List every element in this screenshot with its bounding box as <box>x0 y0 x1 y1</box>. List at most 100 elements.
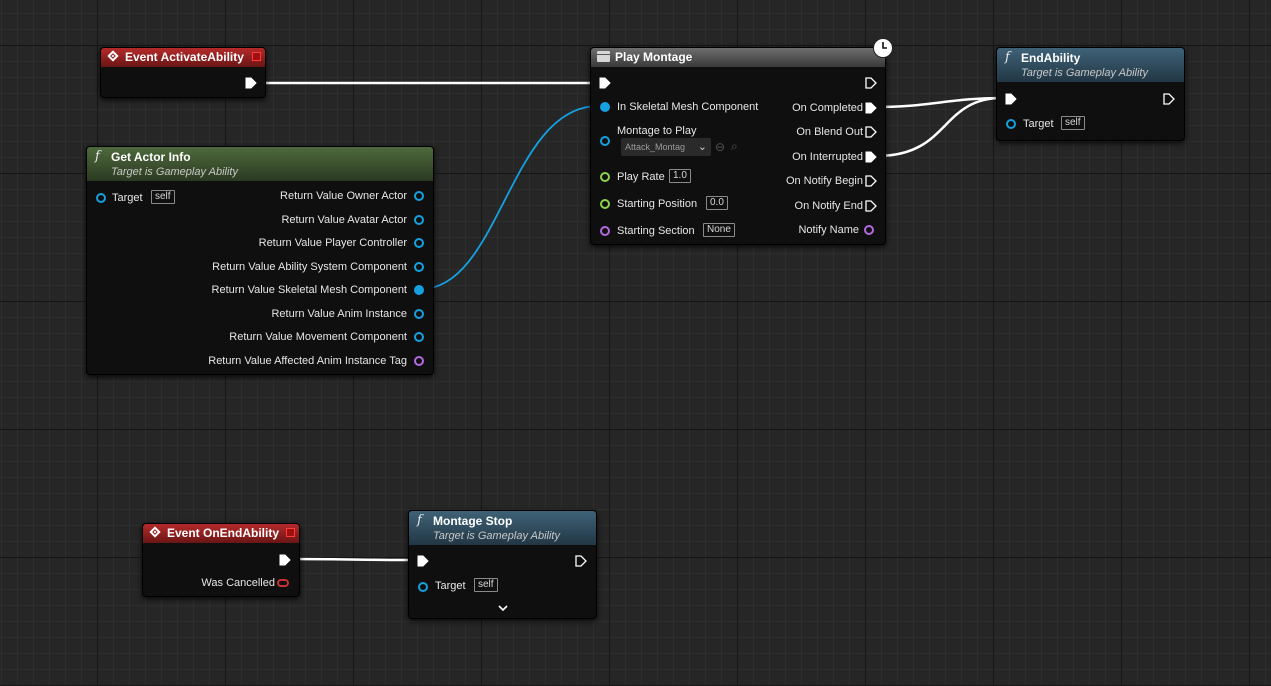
play-montage-node[interactable]: Play Montage In Skeletal Mesh Component … <box>590 38 893 245</box>
node-title: Event ActivateAbility <box>125 50 244 64</box>
output-label: Return Value Avatar Actor <box>281 214 407 226</box>
on-interrupted-pin[interactable] <box>865 151 877 163</box>
play-rate-input[interactable]: 1.0 <box>669 169 691 183</box>
function-icon: f <box>417 513 422 528</box>
was-cancelled-pin[interactable] <box>277 579 289 587</box>
node-header: Play Montage <box>591 48 885 67</box>
get-actor-info-node[interactable]: f Get Actor Info Target is Gameplay Abil… <box>86 146 434 375</box>
on-interrupted-label: On Interrupted <box>792 151 863 163</box>
output-pin-connected[interactable] <box>414 285 424 295</box>
on-completed-label: On Completed <box>792 102 863 114</box>
node-header: f EndAbility Target is Gameplay Ability <box>997 48 1184 82</box>
target-label: Target <box>112 192 143 204</box>
node-header: f Get Actor Info Target is Gameplay Abil… <box>87 147 433 181</box>
node-title: Get Actor Info <box>111 150 191 164</box>
output-pin[interactable] <box>414 215 424 225</box>
output-label: Return Value Owner Actor <box>280 190 407 202</box>
montage-pin[interactable] <box>600 136 610 146</box>
exec-in-pin[interactable] <box>599 77 611 89</box>
exec-wire-interrupted-to-end <box>876 96 1003 158</box>
target-pin[interactable] <box>1006 119 1016 129</box>
on-completed-pin[interactable] <box>865 102 877 114</box>
exec-out-pin[interactable] <box>865 77 877 89</box>
output-pin[interactable] <box>414 238 424 248</box>
on-notify-begin-label: On Notify Begin <box>785 175 863 187</box>
end-ability-node[interactable]: f EndAbility Target is Gameplay Ability … <box>996 47 1185 141</box>
output-pin[interactable] <box>414 332 424 342</box>
node-header: f Montage Stop Target is Gameplay Abilit… <box>409 511 596 545</box>
target-label: Target <box>435 580 466 592</box>
node-subtitle: Target is Gameplay Ability <box>1021 67 1148 79</box>
mesh-wire <box>420 105 599 290</box>
output-pin[interactable] <box>414 191 424 201</box>
start-section-pin[interactable] <box>600 226 610 236</box>
event-on-end-ability-node[interactable]: Event OnEndAbility Was Cancelled <box>142 523 300 597</box>
target-default-box[interactable]: self <box>474 578 498 592</box>
output-pin[interactable] <box>414 262 424 272</box>
on-blend-out-pin[interactable] <box>865 126 877 138</box>
latent-node-icon <box>597 51 610 62</box>
on-notify-begin-pin[interactable] <box>865 175 877 187</box>
exec-in-pin[interactable] <box>1005 93 1017 105</box>
output-label: Return Value Skeletal Mesh Component <box>211 284 407 296</box>
event-delegate-icon <box>252 52 261 61</box>
start-section-input[interactable]: None <box>703 223 735 237</box>
target-default-box[interactable]: self <box>1061 116 1085 130</box>
notify-name-label: Notify Name <box>798 224 859 236</box>
event-diamond-icon <box>149 526 161 538</box>
exec-wire-onend-to-stop <box>291 557 415 562</box>
start-pos-input[interactable]: 0.0 <box>706 196 728 210</box>
target-default-box[interactable]: self <box>151 190 175 204</box>
event-diamond-icon <box>107 50 119 62</box>
node-header: Event OnEndAbility <box>143 524 299 543</box>
output-label: Return Value Anim Instance <box>271 308 407 320</box>
exec-out-pin[interactable] <box>575 555 587 567</box>
in-mesh-pin[interactable] <box>600 102 610 112</box>
exec-out-pin[interactable] <box>1163 93 1175 105</box>
output-pin[interactable] <box>414 309 424 319</box>
node-subtitle: Target is Gameplay Ability <box>111 166 238 178</box>
expand-chevron-icon[interactable] <box>498 604 508 612</box>
output-label: Return Value Ability System Component <box>212 261 407 273</box>
browse-asset-icon[interactable]: ⌕ <box>731 139 738 153</box>
montage-asset-combo[interactable]: Attack_Montag ⌄ <box>621 138 711 156</box>
on-notify-end-label: On Notify End <box>794 200 863 212</box>
event-delegate-icon <box>286 528 295 537</box>
event-activate-ability-node[interactable]: Event ActivateAbility <box>100 47 266 98</box>
start-pos-label: Starting Position <box>617 198 698 210</box>
node-title: Event OnEndAbility <box>167 526 280 540</box>
output-label: Return Value Movement Component <box>229 331 407 343</box>
chevron-down-icon: ⌄ <box>697 141 707 153</box>
exec-wire-completed-to-end <box>876 96 1003 109</box>
latent-clock-icon <box>873 38 893 58</box>
function-icon: f <box>1005 50 1010 65</box>
play-rate-label: Play Rate <box>617 171 665 183</box>
montage-stop-node[interactable]: f Montage Stop Target is Gameplay Abilit… <box>408 510 597 619</box>
montage-label: Montage to Play <box>617 125 697 137</box>
target-label: Target <box>1023 118 1054 130</box>
node-header: Event ActivateAbility <box>101 48 265 67</box>
output-label: Return Value Player Controller <box>258 237 407 249</box>
start-section-label: Starting Section <box>617 225 695 237</box>
exec-out-pin[interactable] <box>279 554 291 566</box>
notify-name-pin[interactable] <box>864 225 874 235</box>
output-label: Return Value Affected Anim Instance Tag <box>208 355 407 367</box>
play-rate-pin[interactable] <box>600 172 610 182</box>
on-notify-end-pin[interactable] <box>865 200 877 212</box>
node-title: EndAbility <box>1021 51 1081 65</box>
target-pin[interactable] <box>418 582 428 592</box>
start-pos-pin[interactable] <box>600 199 610 209</box>
node-title: Play Montage <box>615 50 693 64</box>
exec-in-pin[interactable] <box>417 555 429 567</box>
target-pin[interactable] <box>96 193 106 203</box>
output-pin[interactable] <box>414 356 424 366</box>
exec-out-pin[interactable] <box>245 77 257 89</box>
on-blend-out-label: On Blend Out <box>796 126 863 138</box>
in-mesh-label: In Skeletal Mesh Component <box>617 101 759 113</box>
node-title: Montage Stop <box>433 514 513 528</box>
montage-value: Attack_Montag <box>625 142 686 152</box>
function-icon: f <box>95 149 100 164</box>
was-cancelled-label: Was Cancelled <box>201 577 275 589</box>
node-subtitle: Target is Gameplay Ability <box>433 530 560 542</box>
use-selected-asset-icon[interactable]: ⊖ <box>715 140 726 154</box>
